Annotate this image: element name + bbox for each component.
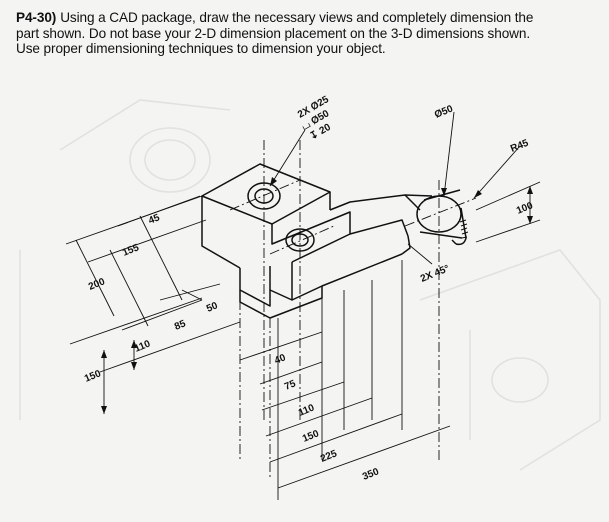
problem-line-1: P4-30)Using a CAD package, draw the nece… — [16, 10, 534, 25]
problem-line-2: part shown. Do not base your 2-D dimensi… — [16, 25, 531, 41]
object-lines — [201, 163, 469, 319]
dim-350: 350 — [361, 466, 381, 483]
dim-50: 50 — [205, 300, 220, 315]
arrowheads — [101, 177, 533, 414]
dim-40: 40 — [273, 352, 288, 367]
dimension-text: 2X Ø25 ⌴ Ø50 ↧ 20 Ø50 R45 2X 45° 45 155 … — [83, 94, 535, 483]
center-lines — [229, 140, 477, 480]
dim-chamfer: 2X 45° — [419, 263, 451, 284]
dim-radius: R45 — [509, 138, 531, 155]
dim-110-bottom: 110 — [297, 402, 316, 418]
problem-number: P4-30) — [16, 10, 57, 25]
dim-100: 100 — [515, 200, 535, 217]
dim-200: 200 — [87, 276, 107, 293]
dim-boss-dia: Ø50 — [433, 103, 455, 120]
dim-150-bottom: 150 — [301, 428, 321, 445]
dim-45: 45 — [147, 212, 162, 227]
problem-line-3: Use proper dimensioning techniques to di… — [16, 41, 386, 56]
problem-statement: P4-30)Using a CAD package, draw the nece… — [16, 10, 601, 57]
dim-110-left: 110 — [133, 338, 152, 354]
bleed-through — [19, 99, 601, 471]
dim-85: 85 — [173, 318, 188, 333]
dim-150-left: 150 — [83, 368, 103, 385]
dim-75: 75 — [283, 378, 298, 393]
